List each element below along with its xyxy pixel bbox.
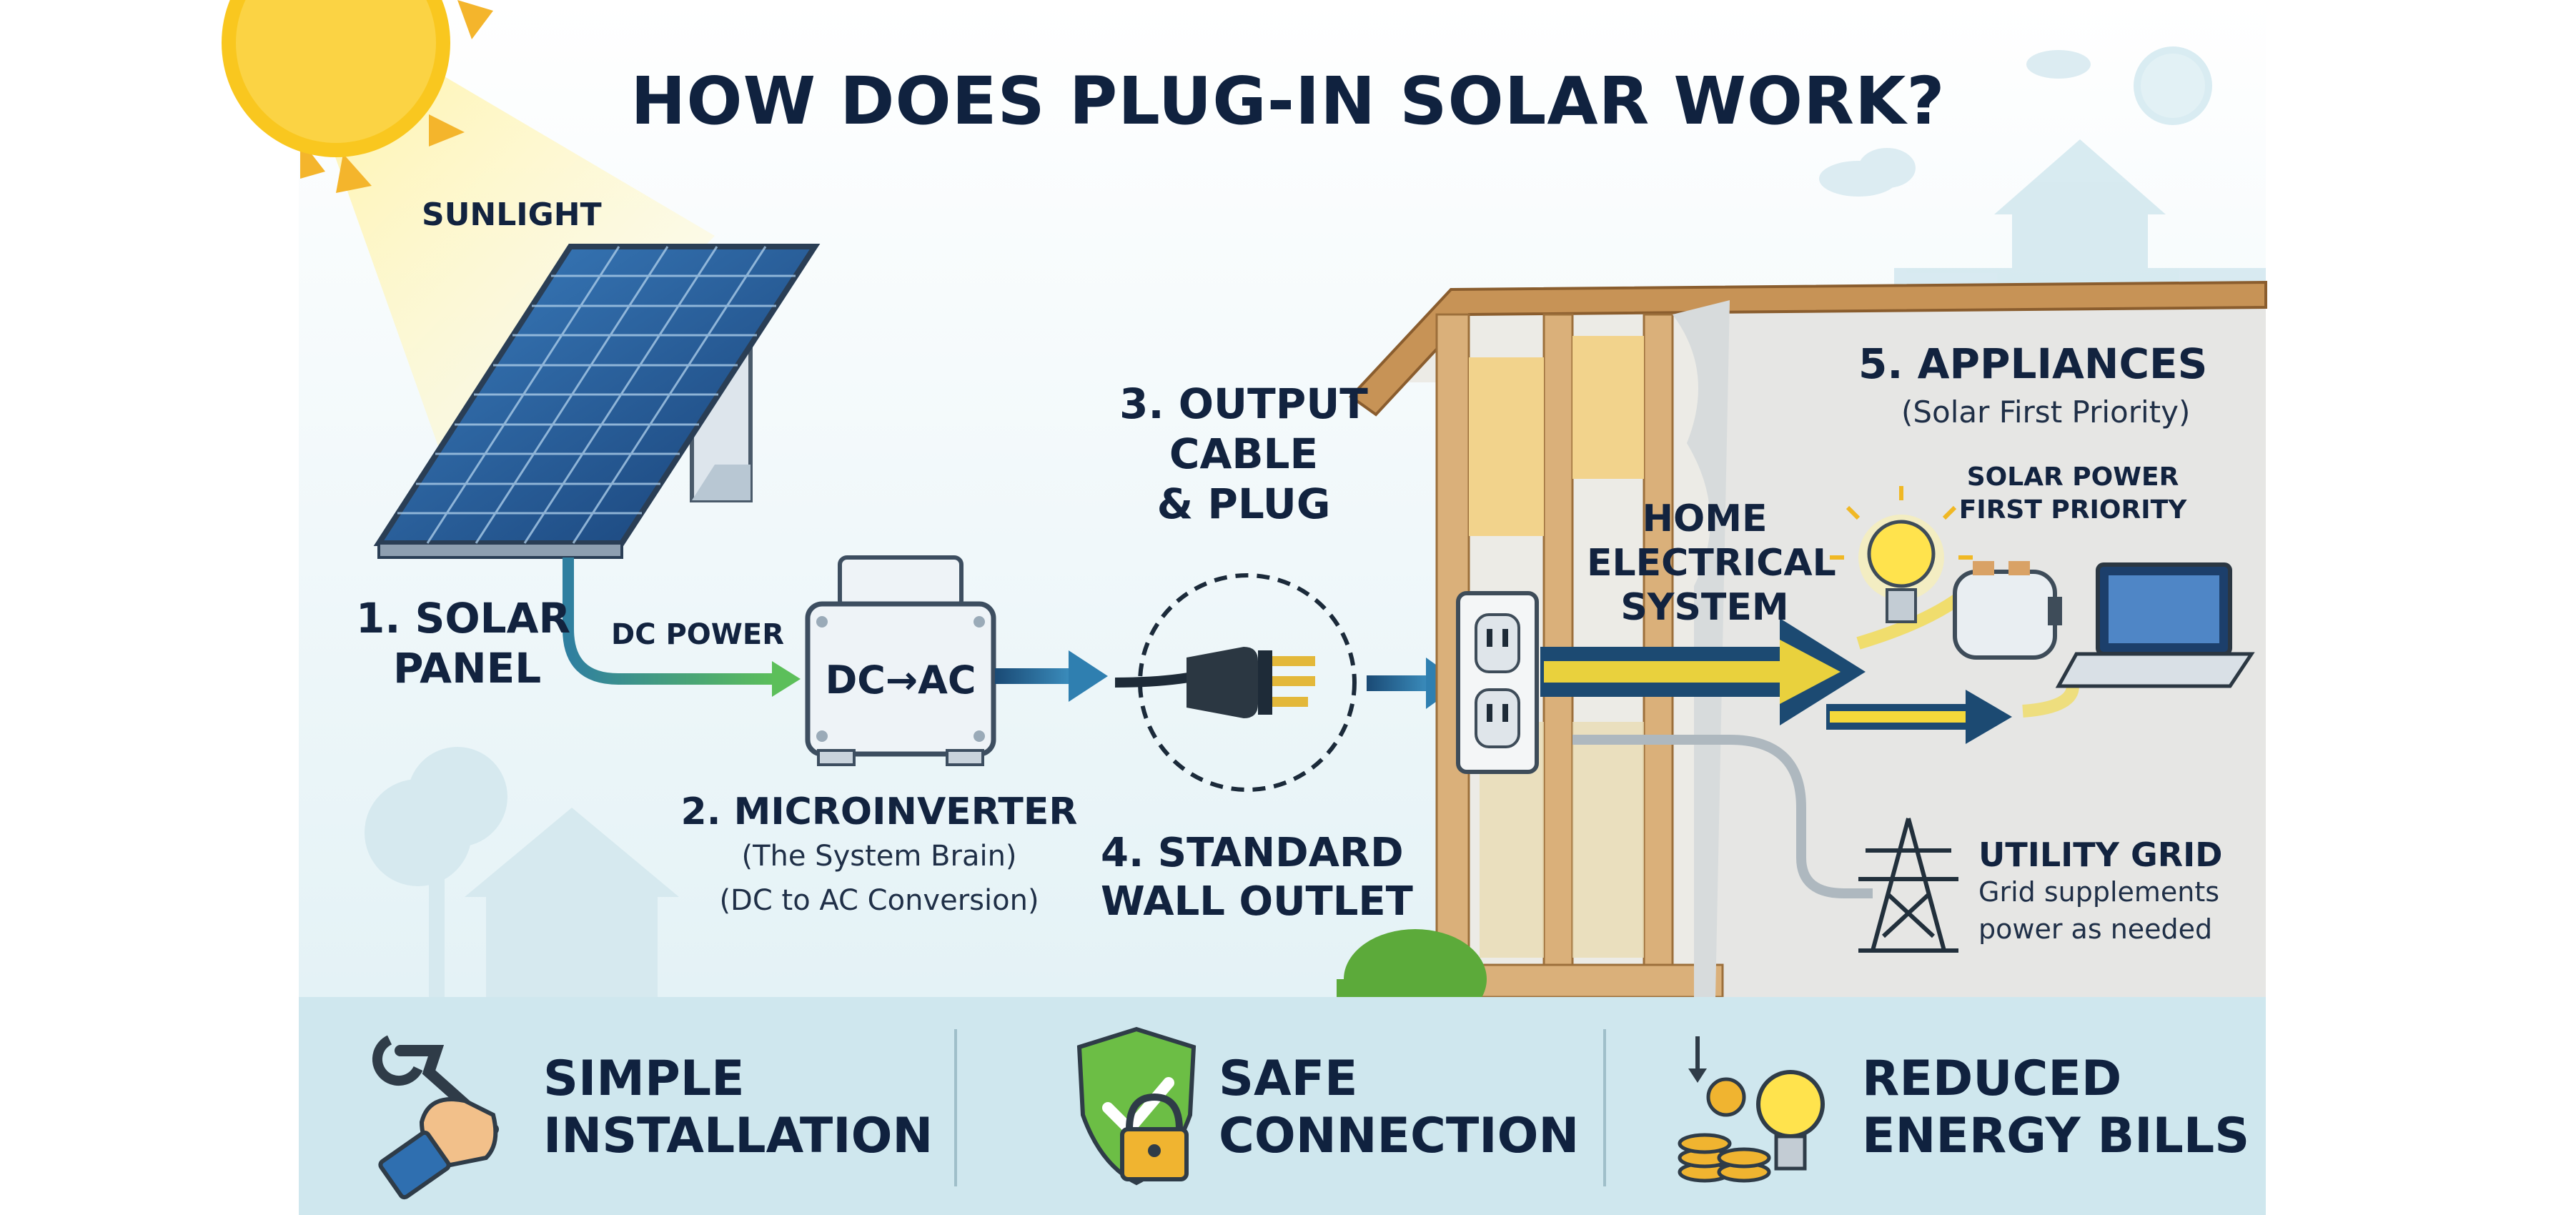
solar-power-priority-label: SOLAR POWER FIRST PRIORITY <box>1958 461 2187 527</box>
home-electrical-label: HOME ELECTRICAL SYSTEM <box>1587 497 1836 630</box>
appliances-label: 5. APPLIANCES (Solar First Priority) <box>1858 339 2207 437</box>
wall-outlet-illustration <box>1456 591 1539 774</box>
output-cable-label: 3. OUTPUT CABLE & PLUG <box>1101 379 1387 529</box>
feature-2-line2: CONNECTION <box>1219 1108 1580 1164</box>
home-electrical-line3: SYSTEM <box>1620 586 1789 629</box>
feature-reduced-energy-bills: REDUCED ENERGY BILLS <box>1862 1051 2249 1165</box>
inverter-box-text: DC→AC <box>825 658 976 703</box>
background-cloud <box>1819 50 2091 197</box>
solar-power-priority-line2: FIRST PRIORITY <box>1958 495 2187 525</box>
ac-flow-arrow <box>995 668 1074 684</box>
background-sun-icon <box>2134 46 2212 125</box>
wall-outlet-label: 4. STANDARD WALL OUTLET <box>1101 829 1413 926</box>
feature-3-line1: REDUCED <box>1862 1051 2122 1107</box>
sunlight-label: SUNLIGHT <box>422 197 602 233</box>
utility-grid-sub1: Grid supplements <box>1978 876 2220 908</box>
utility-grid-sub2: power as needed <box>1978 913 2213 945</box>
solar-panel-label: 1. SOLAR PANEL <box>356 593 570 693</box>
home-electrical-flow-arrow <box>1540 618 2012 744</box>
sun-icon <box>222 0 493 193</box>
utility-tower-icon <box>1858 818 1958 953</box>
feature-3-line2: ENERGY BILLS <box>1862 1108 2250 1164</box>
feature-1-line1: SIMPLE <box>543 1051 745 1107</box>
output-cable-line1: 3. OUTPUT <box>1119 380 1368 428</box>
output-cable-line3: & PLUG <box>1156 480 1331 528</box>
plug-icon <box>1114 647 1315 718</box>
plug-to-outlet-arrow <box>1367 675 1431 691</box>
wrench-hand-icon <box>372 1035 499 1200</box>
background-house-left <box>365 747 679 997</box>
laptop-icon <box>2055 562 2255 688</box>
light-bulb-icon <box>1830 486 1973 623</box>
feature-1-line2: INSTALLATION <box>543 1108 933 1164</box>
coins-bulb-icon <box>1678 1036 1825 1183</box>
solar-power-priority-line1: SOLAR POWER <box>1966 462 2179 492</box>
shield-lock-icon <box>1076 1026 1197 1186</box>
home-electrical-line2: ELECTRICAL <box>1587 542 1836 585</box>
feature-simple-installation: SIMPLE INSTALLATION <box>543 1051 933 1165</box>
microinverter-sub2: (DC to AC Conversion) <box>719 884 1039 917</box>
dc-power-cable <box>563 557 776 685</box>
solar-panel-illustration <box>373 244 821 559</box>
page-title: HOW DOES PLUG-IN SOLAR WORK? <box>630 63 1946 139</box>
solar-panel-label-line1: 1. SOLAR <box>356 594 571 643</box>
utility-grid-title: UTILITY GRID <box>1978 835 2223 874</box>
appliances-sub: (Solar First Priority) <box>1901 395 2191 430</box>
features-band <box>299 997 2266 1215</box>
feature-safe-connection: SAFE CONNECTION <box>1219 1051 1579 1165</box>
wall-outlet-line1: 4. STANDARD <box>1101 830 1404 876</box>
dc-power-label: DC POWER <box>611 618 785 651</box>
microinverter-title: 2. MICROINVERTER <box>680 790 1078 833</box>
plug-dashed-circle <box>1138 573 1357 792</box>
toaster-icon <box>1953 561 2062 660</box>
ac-flow-arrowhead <box>1069 650 1108 702</box>
appliances-title: 5. APPLIANCES <box>1858 339 2208 388</box>
output-cable-line2: CABLE <box>1169 430 1319 478</box>
microinverter-illustration <box>805 555 996 766</box>
solar-panel-label-line2: PANEL <box>393 644 542 693</box>
microinverter-sub1: (The System Brain) <box>741 840 1017 873</box>
utility-grid-label: UTILITY GRID Grid supplements power as n… <box>1978 836 2222 948</box>
home-electrical-line1: HOME <box>1642 497 1768 540</box>
feature-2-line1: SAFE <box>1219 1051 1358 1107</box>
wall-outlet-line2: WALL OUTLET <box>1101 878 1413 925</box>
sunlight-beam <box>307 71 715 500</box>
microinverter-label: 2. MICROINVERTER (The System Brain) (DC … <box>679 790 1079 923</box>
dc-power-arrowhead <box>772 661 801 697</box>
